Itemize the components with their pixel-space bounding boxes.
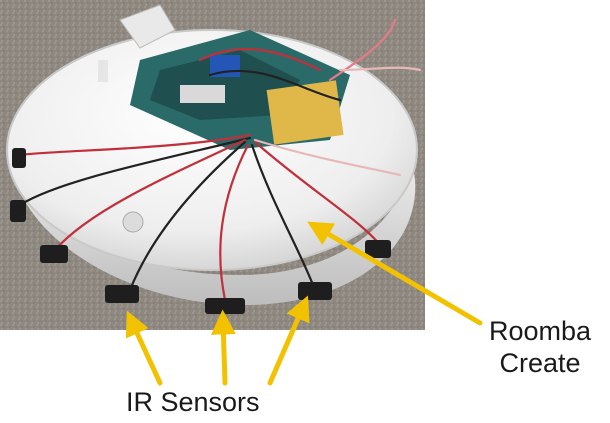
roomba-label-line2: Create (499, 348, 581, 378)
sensor-wires (18, 18, 422, 302)
roomba-arrow (307, 221, 483, 326)
ir-sensor (12, 148, 26, 168)
annotation-arrows (125, 221, 483, 386)
mount-post (98, 60, 108, 82)
ir-sensor (205, 298, 245, 314)
ir-sensor (105, 285, 139, 303)
ir-arrow-middle (210, 309, 236, 386)
robot-side (10, 150, 416, 305)
circuit-boards (130, 30, 350, 150)
roomba-label-line1: Roomba (488, 316, 592, 346)
ir-sensor (40, 245, 68, 263)
ir-sensors-label: IR Sensors (126, 387, 260, 417)
button-knob (122, 211, 144, 233)
sensor-mount (119, 4, 176, 49)
ir-arrow-left (125, 310, 163, 386)
ir-sensor (298, 282, 332, 300)
ir-sensor (365, 240, 391, 258)
roomba-create-label: Roomba Create (470, 315, 610, 379)
ir-arrow-right (267, 295, 310, 386)
ir-sensor (10, 200, 26, 222)
